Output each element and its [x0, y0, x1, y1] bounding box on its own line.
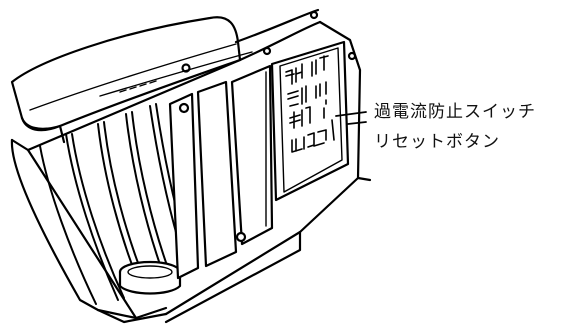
panel-screw-bottom	[235, 231, 247, 243]
device-bottom-roller	[118, 260, 182, 295]
device-top-edge	[99, 8, 322, 97]
panel-screw-top	[178, 102, 190, 114]
callout-label-overcurrent-switch: 過電流防止スイッチ	[374, 102, 536, 122]
callout-label-reset-button: リセットボタン	[374, 132, 500, 152]
switch-panel	[262, 40, 357, 202]
callout-leader	[335, 111, 367, 125]
device-body	[10, 20, 372, 324]
device-lid	[10, 16, 242, 144]
inner-panels	[168, 64, 274, 280]
